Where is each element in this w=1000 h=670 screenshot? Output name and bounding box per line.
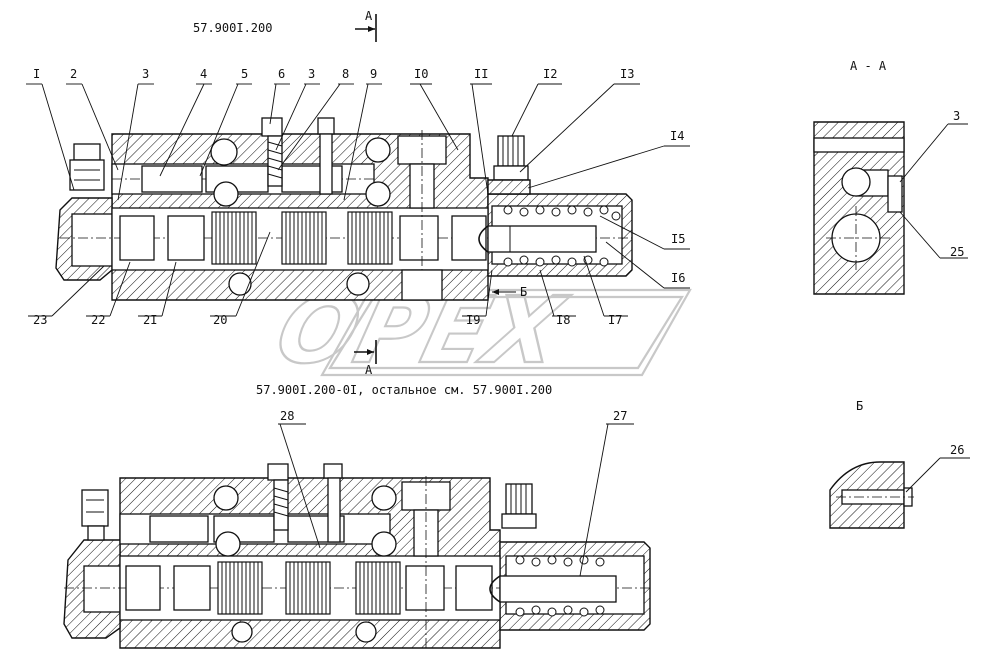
section-view-title: А - А: [850, 59, 887, 73]
detail-view-title: Б: [856, 399, 863, 413]
callout-section-3: 3: [953, 109, 960, 123]
callout-23: 23: [33, 313, 47, 327]
callout-11: II: [474, 67, 488, 81]
section-a-a-view: А - А 3 25: [813, 59, 968, 295]
callout-21: 2I: [143, 313, 157, 327]
callout-variant-28: 28: [280, 409, 294, 423]
callout-2: 2: [70, 67, 77, 81]
svg-text:А: А: [365, 9, 373, 23]
callout-1: I: [33, 67, 40, 81]
callout-10: I0: [414, 67, 428, 81]
callout-22: 22: [91, 313, 105, 327]
main-title: 57.900I.200: [193, 21, 272, 35]
callout-8: 8: [342, 67, 349, 81]
callout-9: 9: [370, 67, 377, 81]
variant-view: 57.900I.200-0I, остальное см. 57.900I.20…: [63, 383, 651, 649]
variant-title: 57.900I.200-0I, остальное см. 57.900I.20…: [256, 383, 552, 397]
callout-5: 5: [241, 67, 248, 81]
svg-text:А: А: [365, 363, 373, 377]
callout-18: I8: [556, 313, 570, 327]
callout-3: 3: [142, 67, 149, 81]
section-mark-bottom: А: [354, 340, 377, 377]
callouts-top: I 2 3 4 5 6 3 8 9 I0 II I2 I3 I4 I5 I6 I…: [26, 67, 690, 327]
callout-section-25: 25: [950, 245, 964, 259]
callout-12: I2: [543, 67, 557, 81]
callout-detail-26: 26: [950, 443, 964, 457]
section-mark-top: А: [355, 9, 377, 42]
callout-3b: 3: [308, 67, 315, 81]
callout-variant-27: 27: [613, 409, 627, 423]
detail-callout-b: Б: [520, 285, 527, 299]
callout-15: I5: [671, 232, 685, 246]
callout-14: I4: [670, 129, 684, 143]
callout-19: I9: [466, 313, 480, 327]
callout-13: I3: [620, 67, 634, 81]
callout-20: 20: [213, 313, 227, 327]
callout-6: 6: [278, 67, 285, 81]
callout-16: I6: [671, 271, 685, 285]
main-section-view: [55, 117, 633, 301]
detail-b-view: Б 26: [829, 399, 970, 529]
callout-17: I7: [608, 313, 622, 327]
callout-4: 4: [200, 67, 207, 81]
